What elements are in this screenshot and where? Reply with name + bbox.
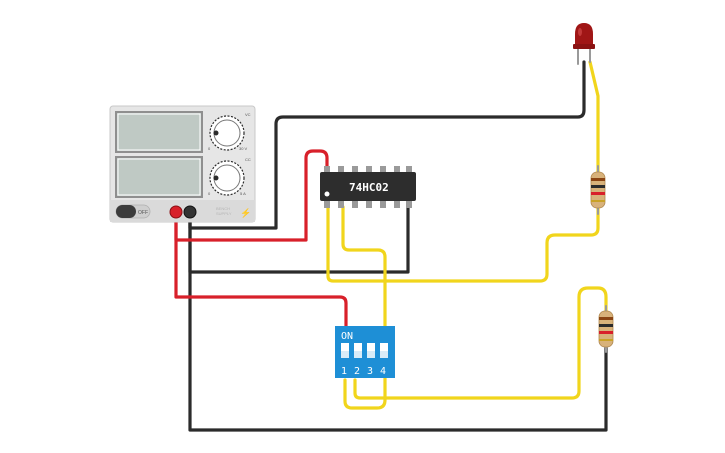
dip-switch[interactable]: ON 1 2 3 4 (335, 326, 395, 378)
dip-toggle-4[interactable] (380, 343, 388, 358)
dip-number-1: 1 (341, 366, 347, 377)
voltage-knob[interactable] (209, 115, 245, 151)
power-switch-label: OFF (138, 210, 148, 216)
dip-toggle-3[interactable] (367, 343, 375, 358)
resistor-led[interactable] (590, 165, 606, 215)
chip-label: 74HC02 (349, 181, 389, 194)
lightning-icon: ⚡ (240, 207, 251, 219)
chip-bottom-pins (324, 199, 412, 208)
chip-top-pins (324, 166, 412, 175)
voltage-knob-max: 30 V (239, 146, 248, 151)
power-supply[interactable]: VC CC 0 30 V 0 5 A OFF BENCH SUPPLY ⚡ (109, 105, 256, 223)
wire-black-supply-to-led[interactable] (188, 60, 586, 230)
wire-black-supply-to-resistor[interactable] (188, 211, 608, 432)
wire-red-supply-to-chip-vcc[interactable] (174, 149, 329, 242)
voltage-display (115, 111, 203, 153)
wire-red-supply-to-dip[interactable] (174, 210, 348, 331)
wire-yellow-led-to-resistor[interactable] (588, 60, 600, 174)
current-knob-label: CC (245, 157, 251, 162)
dip-number-4: 4 (380, 366, 386, 377)
power-switch[interactable]: OFF (115, 204, 151, 219)
voltage-knob-label: VC (245, 112, 251, 117)
dip-toggle-1[interactable] (341, 343, 349, 358)
current-display (115, 156, 203, 198)
wires (174, 60, 608, 432)
ic-chip-74hc02[interactable]: 74HC02 (320, 166, 416, 208)
positive-terminal[interactable] (169, 205, 183, 219)
led[interactable] (573, 23, 595, 65)
resistor-pull[interactable] (598, 305, 614, 353)
dip-on-label: ON (341, 331, 353, 342)
brand-label-line1: BENCH (216, 206, 230, 211)
dip-toggles (341, 343, 388, 358)
dip-toggle-2[interactable] (354, 343, 362, 358)
dip-number-3: 3 (367, 366, 373, 377)
wire-yellow-chip-to-led-resistor[interactable] (326, 205, 600, 283)
voltage-knob-min: 0 (208, 146, 211, 151)
chip-notch (324, 191, 330, 197)
brand-label-line2: SUPPLY (216, 211, 232, 216)
dip-number-2: 2 (354, 366, 360, 377)
current-knob-max: 5 A (240, 191, 246, 196)
negative-terminal[interactable] (183, 205, 197, 219)
current-knob[interactable] (209, 160, 245, 196)
wire-yellow-dip-to-resistor[interactable] (353, 286, 608, 400)
current-knob-min: 0 (208, 191, 211, 196)
